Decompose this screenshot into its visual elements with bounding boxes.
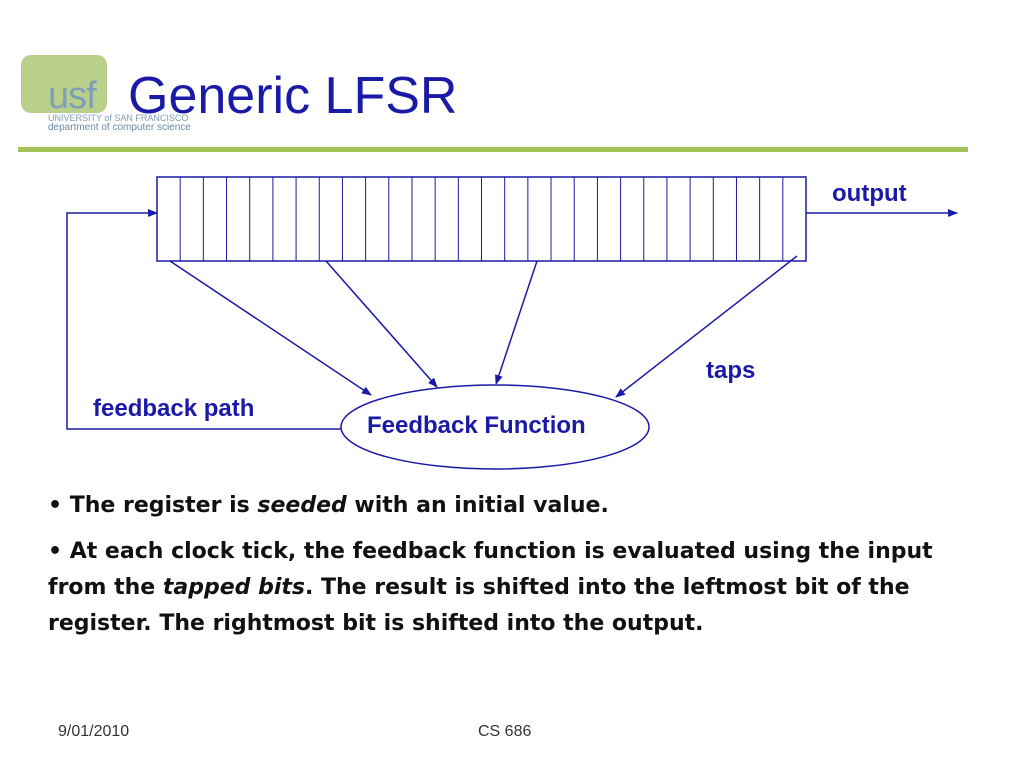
bullet-2-emphasis: tapped bits xyxy=(162,575,305,600)
feedback-path-line xyxy=(66,209,341,430)
feedback-path-label: feedback path xyxy=(93,395,254,422)
usf-cs-logo: usf UNIVERSITY of SAN FRANCISCO departme… xyxy=(18,55,218,135)
tap-arrow-4 xyxy=(615,255,798,398)
bullet-1-emphasis: seeded xyxy=(257,493,347,518)
feedback-function-label: Feedback Function xyxy=(367,412,586,439)
bullet-2-pre: At each clock tick, the feedback functio… xyxy=(48,539,933,600)
footer-date: 9/01/2010 xyxy=(58,723,130,740)
tap-arrow-2 xyxy=(325,260,438,388)
bullet-list: • The register is seeded with an initial… xyxy=(48,488,978,652)
shift-register xyxy=(156,176,807,262)
bullet-2-post: . The result is shifted into the leftmos… xyxy=(48,575,910,636)
logo-university-text: UNIVERSITY of SAN FRANCISCO xyxy=(48,113,189,123)
footer-course: CS 686 xyxy=(478,723,532,740)
output-label: output xyxy=(832,180,907,207)
logo-green-block xyxy=(21,55,107,113)
logo-usf-text: usf xyxy=(48,75,97,117)
title-rule xyxy=(18,147,968,152)
bullet-seeded: • The register is seeded with an initial… xyxy=(48,493,609,518)
taps-label: taps xyxy=(706,357,755,384)
bullet-clock-tick: • At each clock tick, the feedback funct… xyxy=(48,539,933,636)
tap-arrow-3 xyxy=(495,260,538,385)
bullet-1-post: with an initial value. xyxy=(346,493,609,518)
tap-arrow-1 xyxy=(169,260,372,396)
bullet-1-pre: The register is xyxy=(69,493,258,518)
logo-department-text: department of computer science xyxy=(48,122,191,133)
slide-title: Generic LFSR xyxy=(128,67,458,125)
feedback-function-ellipse xyxy=(340,384,650,470)
